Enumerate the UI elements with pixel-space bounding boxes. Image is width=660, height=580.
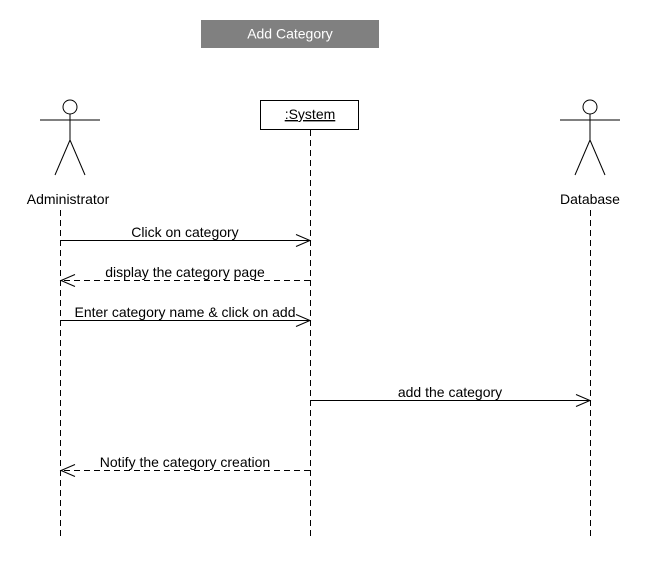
open-arrowhead-icon — [59, 274, 76, 287]
stick-figure-icon — [40, 99, 100, 176]
open-arrowhead-icon — [59, 464, 76, 477]
message-label: Click on category — [131, 224, 238, 240]
diagram-title-text: Add Category — [247, 26, 333, 42]
diagram-title-box — [201, 20, 379, 48]
open-arrowhead-icon — [295, 314, 312, 327]
message-add-the-category: add the category — [311, 384, 592, 407]
object-system-box — [260, 100, 359, 130]
stick-figure-icon — [560, 99, 620, 176]
message-label: Enter category name & click on add — [74, 304, 295, 320]
object-system-label: :System — [285, 106, 336, 122]
message-label: display the category page — [105, 264, 265, 280]
open-arrowhead-icon — [575, 394, 592, 407]
object-system: :System — [260, 100, 359, 130]
actor-administrator: Administrator — [27, 99, 110, 207]
message-display-category-page: display the category page — [59, 264, 310, 287]
diagram-title: Add Category — [201, 20, 379, 48]
open-arrowhead-icon — [295, 234, 312, 247]
message-label: Notify the category creation — [100, 454, 270, 470]
actor-administrator-label: Administrator — [27, 191, 110, 207]
message-enter-category-name: Enter category name & click on add — [61, 304, 312, 327]
actor-database-label: Database — [560, 191, 620, 207]
message-click-on-category: Click on category — [61, 224, 312, 247]
message-label: add the category — [398, 384, 502, 400]
actor-database: Database — [560, 99, 620, 207]
message-notify-category-creation: Notify the category creation — [59, 454, 310, 477]
